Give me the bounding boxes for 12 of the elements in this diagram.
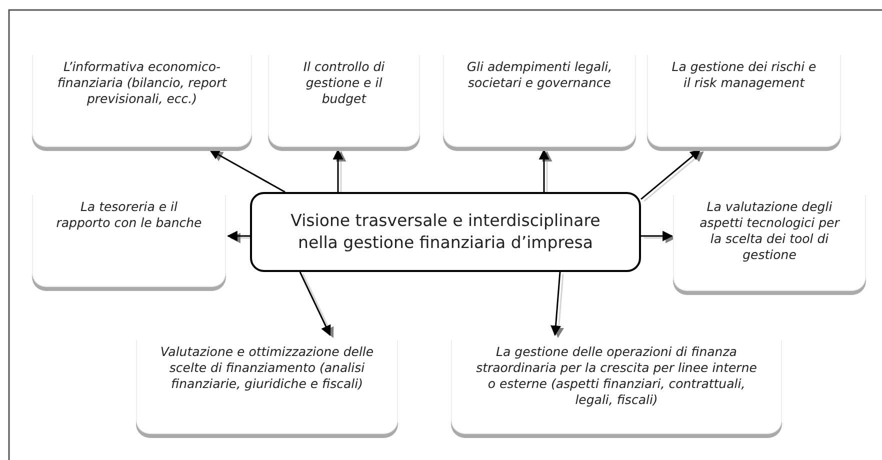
topic-text: L’informativa economico-finanziaria (bilancio, report previsionali, ecc.) — [56, 59, 228, 107]
topic-text: Gli adempimenti legali, societari e governance — [466, 59, 614, 91]
topic-text: La gestione delle operazioni di finanza straordinaria per la crescita per linee interne o esterne (aspetti finanziari, contrattuali, legali, fiscali) — [475, 344, 758, 408]
topic-text: Il controllo di gestione e il budget — [302, 59, 386, 107]
topic-text: La tesoreria e il rapporto con le banche — [55, 199, 203, 231]
central-topic-text: Visione trasversale e interdisciplinare nella gestione finanziaria d’impresa — [290, 210, 602, 254]
arrow — [550, 272, 564, 338]
central-topic-box — [250, 192, 641, 272]
arrow — [299, 272, 334, 338]
topic-text: La gestione dei rischi e il risk management — [670, 59, 818, 91]
topic-text: La valutazione degli aspetti tecnologici per la scelta dei tool di gestione — [698, 199, 841, 263]
topic-text: Valutazione e ottimizzazione delle scelte di finanziamento (analisi finanziarie, giuridiche e fiscali) — [159, 344, 375, 392]
